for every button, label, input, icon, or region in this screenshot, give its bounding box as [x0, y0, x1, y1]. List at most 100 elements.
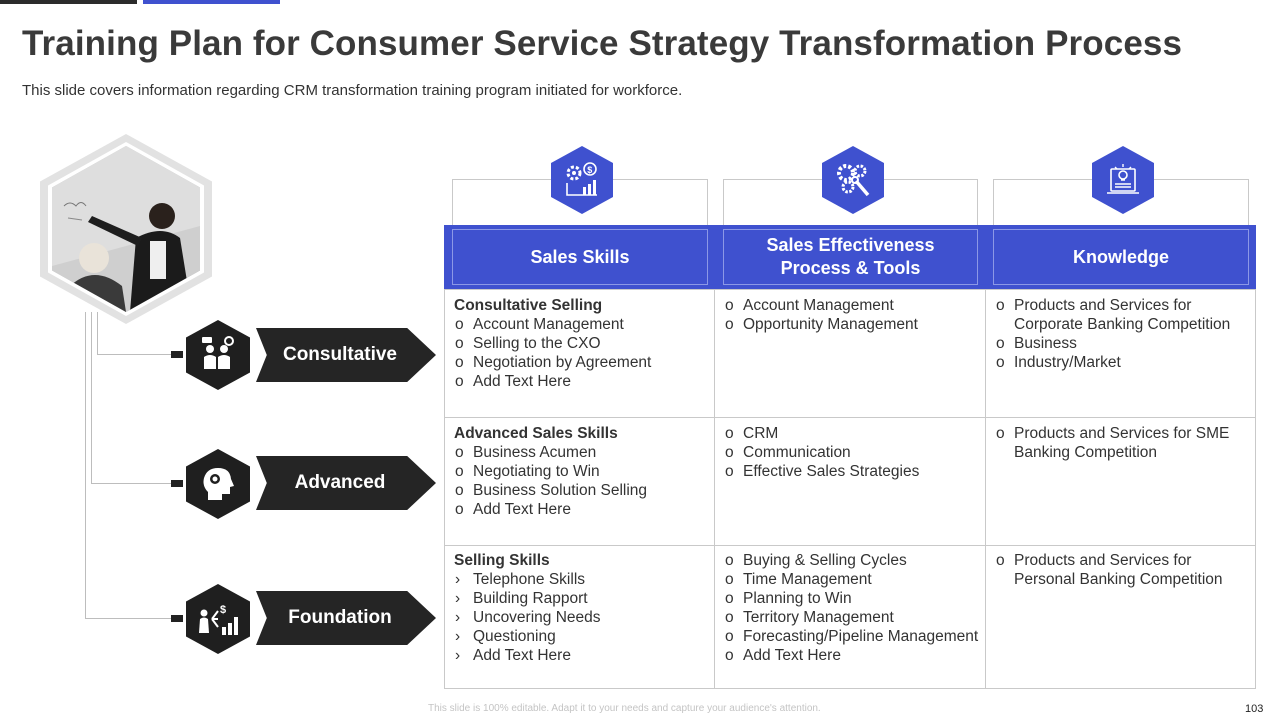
- bullet-marker: o: [725, 425, 734, 442]
- bullet-marker: o: [725, 571, 734, 589]
- list-item-text: Selling to the CXO: [473, 335, 601, 353]
- list-item-text: Business Solution Selling: [473, 482, 648, 500]
- connector-vertical-3: [97, 312, 98, 355]
- list-item: o Account Management: [454, 315, 706, 334]
- gears-wrench-icon: [837, 164, 870, 197]
- list-item: o Planning to Win: [724, 589, 980, 608]
- list-item-text: CRM: [743, 425, 779, 442]
- connector-advanced: [91, 483, 172, 484]
- list-item-text: Products and Services for Personal Banki…: [1014, 552, 1223, 589]
- bullet-marker: o: [725, 552, 734, 569]
- list-item-text: Buying & Selling Cycles: [743, 552, 907, 569]
- bullet-list: ›Telephone Skills›Building Rapport›Uncov…: [454, 570, 706, 665]
- table-divider: [714, 289, 715, 689]
- bullet-marker: o: [455, 316, 464, 334]
- svg-text:$: $: [587, 165, 592, 175]
- list-item: ›Questioning: [454, 627, 706, 646]
- page-number: 103: [1245, 703, 1264, 715]
- list-item-text: Opportunity Management: [743, 316, 918, 334]
- gear-dollar-chart-icon: $: [566, 162, 597, 196]
- level-label-consultative: Consultative: [256, 328, 436, 382]
- level-label-advanced: Advanced: [256, 456, 436, 510]
- list-item-text: Negotiating to Win: [473, 463, 600, 481]
- list-item-text: Industry/Market: [1014, 354, 1121, 372]
- bullet-marker: o: [996, 425, 1005, 442]
- list-item-text: Account Management: [473, 316, 624, 334]
- bullet-marker: o: [725, 444, 734, 462]
- level-dash: [171, 480, 183, 487]
- bullet-marker: o: [455, 354, 464, 372]
- footer-note: This slide is 100% editable. Adapt it to…: [428, 703, 821, 714]
- cell-title: Selling Skills: [454, 552, 550, 569]
- head-gear-icon: [203, 468, 234, 500]
- bullet-marker: o: [725, 628, 734, 646]
- bullet-marker: o: [455, 463, 464, 481]
- column-icon-knowledge: [1092, 146, 1154, 214]
- bullet-marker: o: [455, 335, 464, 353]
- list-item-text: Account Management: [743, 297, 894, 314]
- bullet-marker: o: [996, 335, 1005, 353]
- page-subtitle: This slide covers information regarding …: [22, 82, 683, 99]
- level-icon-advanced: [186, 449, 250, 519]
- list-item: o Products and Services for Personal Bank…: [995, 551, 1247, 589]
- list-item: o Forecasting/Pipeline Management: [724, 627, 980, 646]
- list-item: o Buying & Selling Cycles: [724, 551, 980, 570]
- column-header-knowledge: Knowledge: [993, 229, 1249, 285]
- list-item: o Business Solution Selling: [454, 481, 706, 500]
- svg-text:$: $: [220, 604, 226, 616]
- level-dash: [171, 615, 183, 622]
- list-item-text: Add Text Here: [473, 647, 571, 665]
- table-divider: [444, 417, 1256, 418]
- connector-foundation: [85, 618, 172, 619]
- list-item-text: Planning to Win: [743, 590, 852, 608]
- connector-consultative: [97, 354, 172, 355]
- list-item-text: Add Text Here: [473, 373, 571, 391]
- level-icon-foundation: $: [186, 584, 250, 654]
- bullet-marker: ›: [455, 590, 461, 608]
- bullet-marker: o: [455, 482, 464, 500]
- bullet-list: o Products and Services for Personal Bank…: [995, 551, 1247, 589]
- list-item-text: Forecasting/Pipeline Management: [743, 628, 979, 646]
- list-item-text: Add Text Here: [743, 647, 841, 665]
- level-dash: [171, 351, 183, 358]
- list-item-text: Building Rapport: [473, 590, 588, 608]
- cell-title: Advanced Sales Skills: [454, 425, 618, 442]
- connector-vertical: [85, 312, 86, 619]
- people-money-chart-icon: $: [199, 604, 238, 635]
- bullet-marker: o: [455, 444, 464, 462]
- bullet-marker: o: [725, 297, 734, 314]
- table-divider: [985, 289, 986, 689]
- bullet-marker: o: [996, 552, 1005, 569]
- connector-vertical-2: [91, 312, 92, 484]
- list-item-text: Negotiation by Agreement: [473, 354, 652, 372]
- list-item: ›Add Text Here: [454, 646, 706, 665]
- table-divider: [444, 545, 1256, 546]
- bullet-marker: o: [725, 590, 734, 608]
- list-item: o Negotiating to Win: [454, 462, 706, 481]
- table-cell: Selling Skills›Telephone Skills›Building…: [454, 551, 706, 666]
- page-title: Training Plan for Consumer Service Strat…: [22, 24, 1183, 63]
- table-header-band: [444, 225, 1256, 289]
